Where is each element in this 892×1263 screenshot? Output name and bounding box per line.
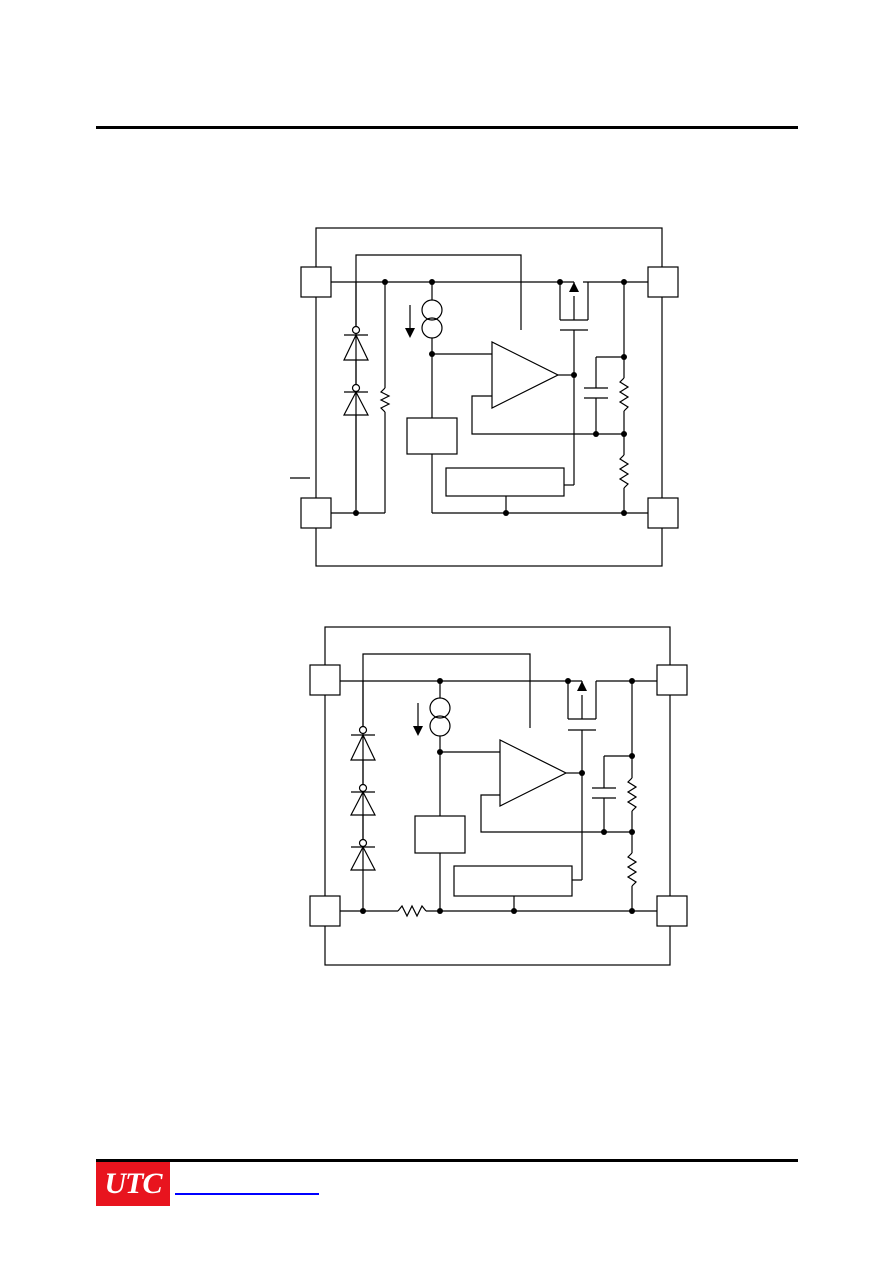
pin-gnd <box>647 497 679 529</box>
pin-vout <box>656 664 688 696</box>
ic-package-outline <box>324 626 671 966</box>
resistor-icon <box>618 377 630 412</box>
pin-adj <box>309 895 341 927</box>
block-diagram-2 <box>309 626 688 966</box>
mosfet-icon <box>567 681 597 731</box>
resistor-icon <box>626 852 638 887</box>
pin-vin <box>309 664 341 696</box>
diode-node <box>351 383 361 393</box>
current-source-icon <box>405 299 443 339</box>
utc-logo: UTC <box>96 1162 170 1206</box>
pin-vin <box>300 266 332 298</box>
control-block <box>445 467 565 497</box>
voltage-reference-block <box>406 417 458 455</box>
resistor-icon <box>379 387 391 413</box>
op-amp-icon <box>491 341 560 409</box>
mosfet-icon <box>559 282 589 331</box>
footer-rule <box>96 1159 798 1162</box>
current-source-icon <box>413 697 451 737</box>
block-diagram-1 <box>290 227 679 567</box>
voltage-reference-block <box>414 815 466 854</box>
resistor-icon <box>618 454 630 489</box>
pin-gnd <box>656 895 688 927</box>
resistor-icon <box>626 777 638 812</box>
control-block <box>453 865 573 897</box>
diode-icon <box>350 845 376 871</box>
utc-logo-text: UTC <box>104 1167 163 1200</box>
website-link[interactable] <box>175 1193 319 1195</box>
ic-package-outline <box>315 227 663 567</box>
pin-enable <box>300 497 332 529</box>
header-rule <box>96 126 798 129</box>
resistor-icon <box>397 904 427 918</box>
diode-node <box>351 325 361 335</box>
pin-vout <box>647 266 679 298</box>
op-amp-icon <box>499 739 568 807</box>
